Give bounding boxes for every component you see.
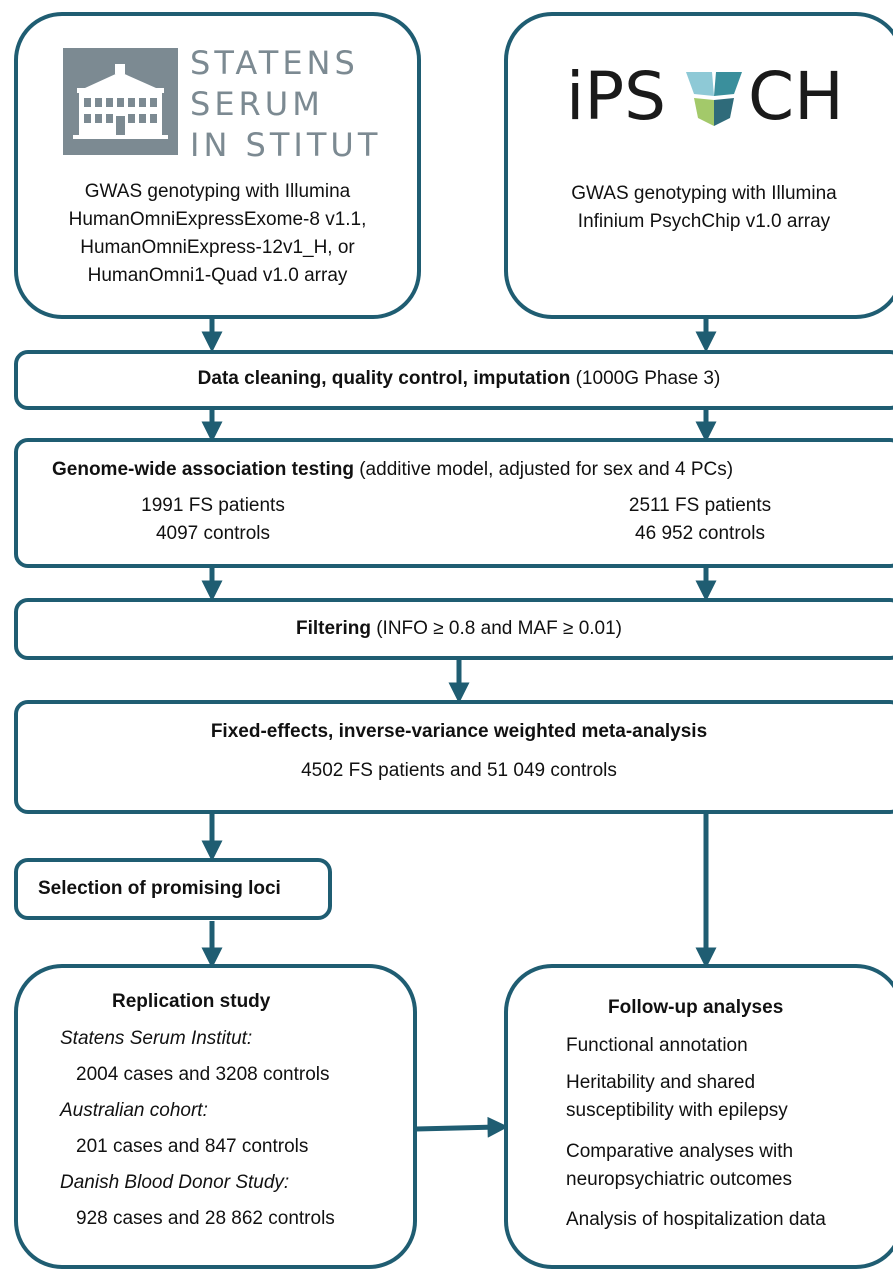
ssi-line-2: HumanOmniExpressExome-8 v1.1, <box>68 209 367 230</box>
gwas-bold: Genome-wide association testing <box>52 459 354 480</box>
followup-box <box>504 964 893 1269</box>
arrow-replication-to-followup <box>415 1116 509 1138</box>
filtering-bold: Filtering <box>296 618 371 639</box>
followup-item-3b: neuropsychiatric outcomes <box>566 1169 792 1190</box>
ipsych-line-1: GWAS genotyping with Illumina <box>571 183 837 204</box>
gwas-left-controls: 4097 controls <box>155 523 271 544</box>
ssi-line-3: HumanOmniExpress-12v1_H, or <box>80 237 355 258</box>
replication-value-3: 928 cases and 28 862 controls <box>76 1208 335 1229</box>
replication-box <box>14 964 417 1269</box>
gwas-rest: (additive model, adjusted for sex and 4 … <box>353 459 734 480</box>
meta-title: Fixed-effects, inverse-variance weighted… <box>210 721 708 742</box>
ipsych-logo-right: CH <box>748 58 844 135</box>
cleaning-rest: (1000G Phase 3) <box>570 368 721 389</box>
building-icon <box>63 48 178 155</box>
ssi-logo-line-3: IN STITUT <box>190 126 382 164</box>
filtering-text: Filtering (INFO ≥ 0.8 and MAF ≥ 0.01) <box>14 617 893 641</box>
meta-box <box>14 700 893 814</box>
replication-cohort-1: Statens Serum Institut: <box>60 1028 253 1049</box>
filtering-rest: (INFO ≥ 0.8 and MAF ≥ 0.01) <box>370 618 622 639</box>
cleaning-box <box>14 350 893 410</box>
ssi-logo-line-2: SERUM <box>190 85 324 123</box>
replication-cohort-3: Danish Blood Donor Study: <box>60 1172 290 1193</box>
followup-item-1: Functional annotation <box>566 1035 748 1056</box>
followup-item-2a: Heritability and shared <box>566 1072 756 1093</box>
replication-cohort-2: Australian cohort: <box>60 1100 208 1121</box>
meta-subtitle: 4502 FS patients and 51 049 controls <box>301 760 617 781</box>
ssi-line-4: HumanOmni1-Quad v1.0 array <box>87 265 348 286</box>
replication-value-2: 201 cases and 847 controls <box>76 1136 309 1157</box>
followup-item-4: Analysis of hospitalization data <box>566 1209 826 1230</box>
cleaning-bold: Data cleaning, quality control, imputati… <box>197 368 571 389</box>
filtering-box <box>14 598 893 660</box>
gwas-right-controls: 46 952 controls <box>635 523 765 544</box>
cleaning-text: Data cleaning, quality control, imputati… <box>14 367 893 391</box>
gwas-box <box>14 438 893 568</box>
selection-title: Selection of promising loci <box>38 878 281 899</box>
gwas-heading: Genome-wide association testing (additiv… <box>52 458 733 482</box>
ssi-logo-line-1: STATENS <box>190 44 359 82</box>
ipsych-y-icon <box>684 68 744 128</box>
replication-title: Replication study <box>112 991 271 1012</box>
ssi-line-1: GWAS genotyping with Illumina <box>84 181 351 202</box>
replication-value-1: 2004 cases and 3208 controls <box>76 1064 330 1085</box>
gwas-left-cases: 1991 FS patients <box>141 495 285 516</box>
selection-box <box>14 858 332 920</box>
ipsych-box <box>504 12 893 319</box>
followup-item-2b: susceptibility with epilepsy <box>566 1100 788 1121</box>
ipsych-logo-left: iPS <box>566 58 667 135</box>
ipsych-line-2: Infinium PsychChip v1.0 array <box>577 211 831 232</box>
followup-item-3a: Comparative analyses with <box>566 1141 794 1162</box>
followup-title: Follow-up analyses <box>608 997 784 1018</box>
gwas-right-cases: 2511 FS patients <box>628 495 772 516</box>
